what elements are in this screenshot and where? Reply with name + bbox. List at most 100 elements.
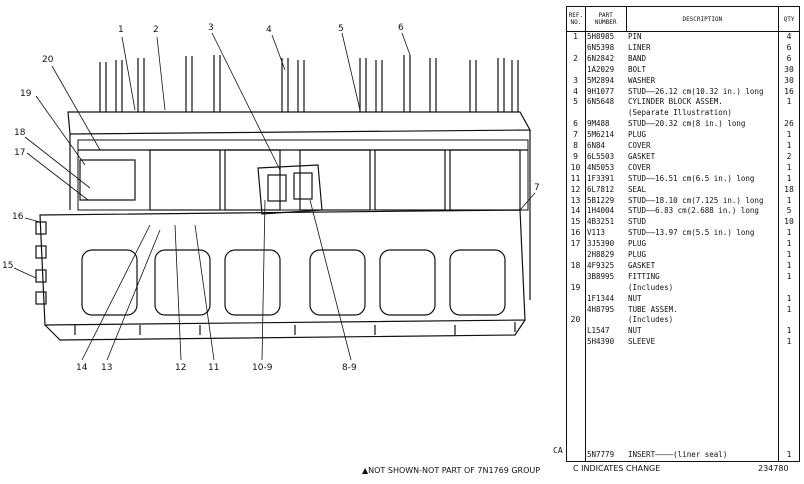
description-cell: PLUG [628, 130, 647, 140]
description-cell: FITTING [628, 271, 660, 281]
qty-cell: 1 [786, 326, 792, 336]
description-cell: PIN [628, 32, 642, 41]
qty-cell: 16 [784, 86, 794, 96]
ref-cell: 3 [573, 75, 578, 85]
qty-cell: 1 [786, 141, 792, 150]
ref-cell: 9 [573, 151, 578, 161]
header-desc: DESCRIPTION [627, 7, 780, 31]
description-cell: BAND [628, 53, 647, 63]
qty-cell: 1 [786, 293, 792, 303]
part-number-cell: 6L7812 [587, 184, 615, 194]
description-cell: GASKET [628, 260, 656, 270]
ref-cell: 6 [573, 119, 578, 129]
part-number-cell: 4N5053 [587, 162, 615, 172]
table-row: 4H8795 TUBE ASSEM. 1 [567, 305, 799, 315]
description-cell: (Includes) [628, 282, 674, 292]
ref-cell: 17 [570, 239, 581, 249]
qty-cell: 10 [784, 217, 794, 227]
description-cell: CYLINDER BLOCK ASSEM. [628, 97, 723, 107]
qty-cell: 1 [786, 450, 792, 459]
change-mark: CA [553, 446, 563, 455]
ref-cell: 16 [570, 228, 581, 238]
part-number-cell: 4H8795 [587, 304, 615, 314]
qty-cell: 30 [784, 64, 794, 74]
ref-cell: 11 [570, 173, 581, 183]
part-number-cell: 5N7779 [587, 450, 615, 459]
qty-cell: 30 [784, 75, 794, 85]
part-number-cell: 4B3251 [587, 217, 615, 227]
ref-cell: 13 [570, 195, 581, 205]
qty-cell: 1 [786, 239, 792, 249]
exploded-view-illustration: 20 1 2 3 4 5 6 19 18 17 7 16 15 14 13 12… [2, 23, 540, 373]
part-number-cell: 1F1344 [587, 293, 615, 303]
part-number-cell: 6N2842 [587, 53, 615, 63]
part-number-cell: 3J5390 [587, 239, 615, 249]
callout-7: 7 [534, 183, 540, 193]
header-qty: QTY [783, 15, 795, 23]
callout-5: 5 [338, 24, 344, 34]
callout-12: 12 [175, 363, 186, 373]
callout-18: 18 [14, 128, 26, 138]
ref-cell: 1 [573, 32, 578, 41]
description-cell: (Includes) [628, 315, 674, 325]
description-cell: STUD——13.97 cm(5.5 in.) long [628, 228, 755, 238]
part-number-cell: 3B8995 [587, 271, 615, 281]
callout-15: 15 [2, 261, 13, 271]
qty-cell: 1 [786, 337, 792, 347]
part-number-cell: 6N5398 [587, 42, 615, 52]
description-cell: SLEEVE [628, 337, 656, 347]
callout-16: 16 [12, 212, 24, 222]
qty-cell: 1 [786, 173, 792, 183]
table-row: 11 1F3391 STUD——16.51 cm(6.5 in.) long 1 [567, 174, 799, 184]
description-cell: (Separate Illustration) [628, 108, 732, 118]
callout-8-9: 8-9 [342, 363, 357, 373]
part-number-cell: 5M2894 [587, 75, 615, 85]
part-number-cell: 2H8829 [587, 250, 615, 259]
qty-cell: 1 [786, 162, 792, 172]
part-number-cell: L1547 [587, 326, 610, 336]
qty-cell: 6 [786, 42, 792, 52]
description-cell: PLUG [628, 250, 647, 259]
callout-11: 11 [208, 363, 219, 373]
ref-cell: 15 [570, 217, 581, 227]
part-number-cell: 1F3391 [587, 173, 615, 183]
qty-cell: 4 [786, 32, 792, 41]
table-row: 19(Includes) [567, 283, 799, 293]
description-cell: TUBE ASSEM. [628, 304, 678, 314]
description-cell: STUD——26.12 cm(10.32 in.) long [628, 86, 764, 96]
ref-cell: 10 [570, 162, 581, 172]
part-number-cell: 1H4004 [587, 206, 615, 216]
part-number-cell: 4F9325 [587, 260, 615, 270]
not-shown-note: ▲NOT SHOWN-NOT PART OF 7N1769 GROUP [362, 466, 541, 475]
ref-cell: 20 [570, 315, 581, 325]
description-cell: BOLT [628, 64, 647, 74]
part-number-cell: 5B1229 [587, 195, 615, 205]
table-row: (Separate Illustration) [567, 108, 799, 118]
callout-13: 13 [101, 363, 112, 373]
qty-cell: 1 [786, 250, 792, 259]
description-cell: STUD——16.51 cm(6.5 in.) long [628, 173, 755, 183]
description-cell: STUD——6.83 cm(2.688 in.) long [628, 206, 759, 216]
description-cell: GASKET [628, 151, 656, 161]
qty-cell: 1 [786, 228, 792, 238]
part-number-cell: 9H1077 [587, 86, 615, 96]
ref-cell: 7 [573, 130, 578, 140]
callout-1: 1 [118, 25, 124, 35]
qty-cell: 1 [786, 304, 792, 314]
cylinder-block-drawing: 20 1 2 3 4 5 6 19 18 17 7 16 15 14 13 12… [2, 23, 540, 373]
qty-cell: 18 [784, 184, 794, 194]
description-cell: STUD——18.10 cm(7.125 in.) long [628, 195, 764, 205]
